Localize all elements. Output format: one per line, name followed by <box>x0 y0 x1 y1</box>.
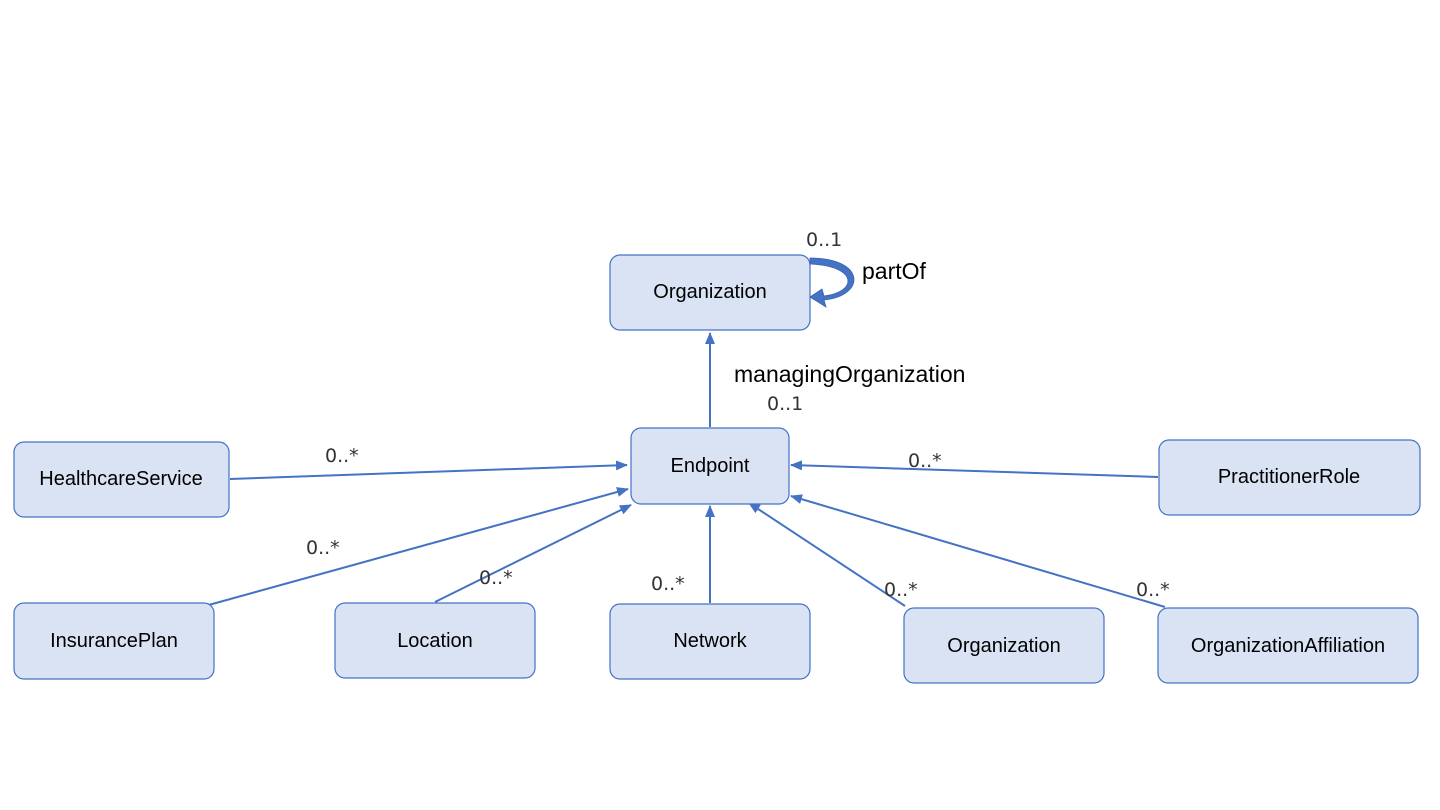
node-organization-affiliation[interactable]: OrganizationAffiliation <box>1157 607 1419 684</box>
multiplicity-healthcare-service: 0..* <box>325 445 359 467</box>
node-organization-bottom[interactable]: Organization <box>903 607 1105 684</box>
node-label: Network <box>673 630 747 652</box>
node-label: OrganizationAffiliation <box>1191 635 1385 657</box>
multiplicity-managing-organization: 0..1 <box>767 393 803 415</box>
node-label: Location <box>397 630 473 652</box>
edge-organization <box>748 502 906 607</box>
node-organization-top[interactable]: Organization <box>609 254 811 331</box>
edge-organization-affiliation <box>790 494 1166 608</box>
multiplicity-organization: 0..* <box>884 579 918 601</box>
edge-insurance-plan <box>204 487 629 607</box>
role-part-of: partOf <box>862 258 927 284</box>
node-label: InsurancePlan <box>50 630 178 652</box>
edge-healthcare-service <box>229 460 628 480</box>
self-loop-arrow <box>809 257 855 308</box>
multiplicity-organization-affiliation: 0..* <box>1136 579 1170 601</box>
node-endpoint[interactable]: Endpoint <box>630 427 790 505</box>
node-label: Endpoint <box>671 455 750 477</box>
node-practitioner-role[interactable]: PractitionerRole <box>1158 439 1421 516</box>
edges <box>204 332 1166 608</box>
multiplicity-practitioner-role: 0..* <box>908 450 942 472</box>
node-label: Organization <box>947 635 1060 657</box>
node-label: HealthcareService <box>39 468 202 490</box>
multiplicity-network: 0..* <box>651 573 685 595</box>
multiplicity-part-of: 0..1 <box>806 229 842 251</box>
edge-location <box>434 504 632 603</box>
multiplicity-insurance-plan: 0..* <box>306 537 340 559</box>
edge-practitioner-role <box>790 460 1159 478</box>
multiplicity-location: 0..* <box>479 567 513 589</box>
node-label: PractitionerRole <box>1218 466 1360 488</box>
node-label: Organization <box>653 281 766 303</box>
node-network[interactable]: Network <box>609 603 811 680</box>
node-insurance-plan[interactable]: InsurancePlan <box>13 602 215 680</box>
role-managing-organization: managingOrganization <box>734 361 965 387</box>
node-healthcare-service[interactable]: HealthcareService <box>13 441 230 518</box>
node-location[interactable]: Location <box>334 602 536 679</box>
